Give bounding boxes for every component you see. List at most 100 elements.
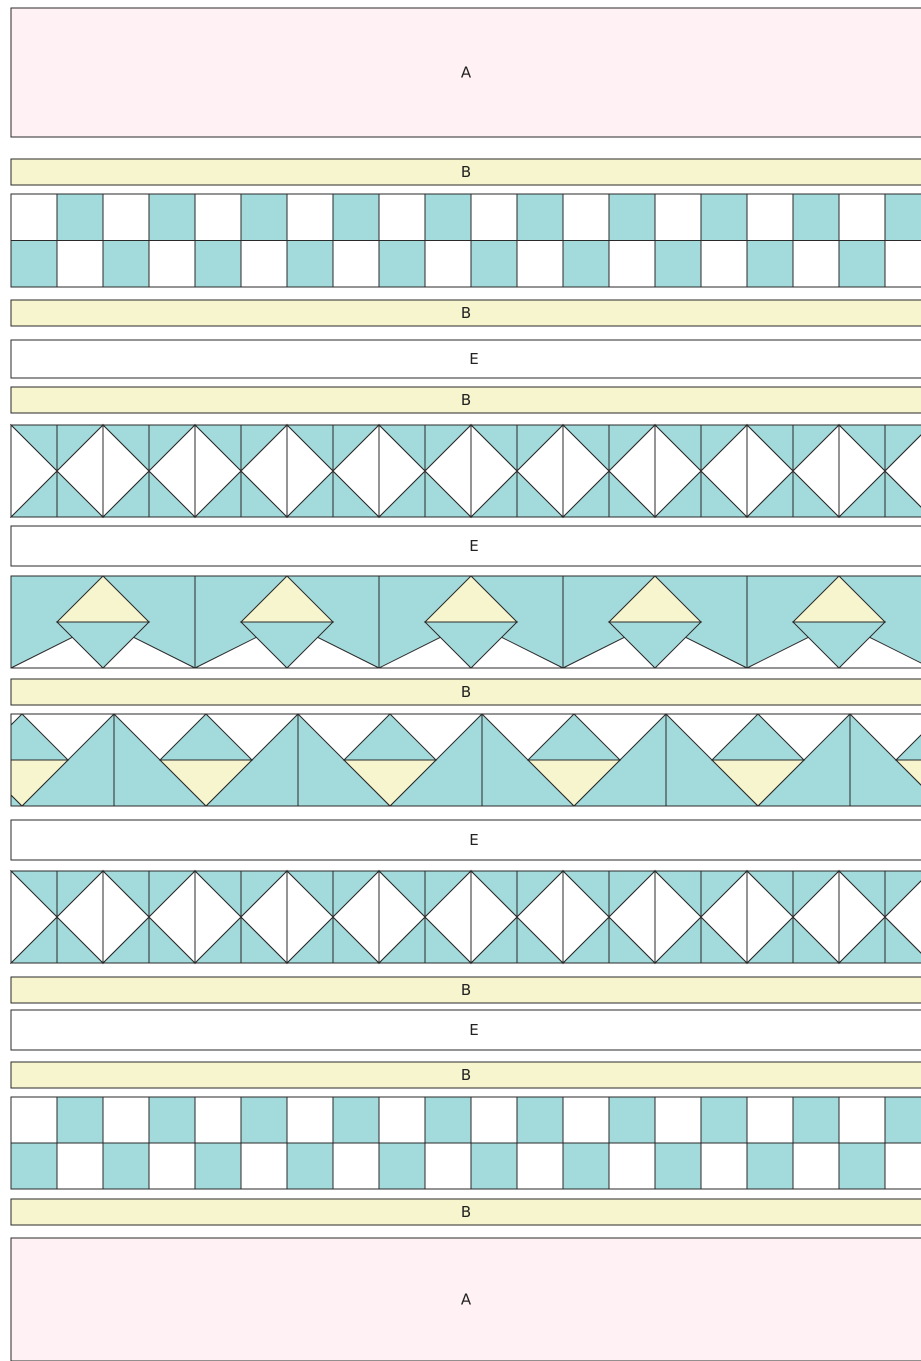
label-e: E — [469, 1021, 478, 1039]
row-mask — [0, 713, 11, 807]
checker-square — [333, 194, 379, 241]
checker-square — [655, 241, 701, 288]
checker-square — [11, 1143, 57, 1189]
label-b: B — [461, 1066, 471, 1084]
checker-square — [379, 241, 425, 288]
spacer-strip-e — [11, 340, 921, 378]
row-E-4: E — [11, 340, 921, 378]
checker-square — [287, 1097, 333, 1143]
checker-square — [103, 1143, 149, 1189]
row-B-13: B — [11, 977, 921, 1003]
label-a: A — [461, 1291, 472, 1309]
checker-square — [517, 194, 563, 241]
checker-square — [471, 1143, 517, 1189]
row-flying-geese-up-10 — [0, 713, 921, 807]
checker-square — [885, 194, 921, 241]
spacer-strip-e — [11, 526, 921, 566]
checker-square — [793, 194, 839, 241]
checker-square — [241, 194, 287, 241]
row-E-11: E — [11, 820, 921, 860]
checker-square — [195, 1097, 241, 1143]
row-B-17: B — [11, 1199, 921, 1225]
checker-square — [103, 194, 149, 241]
label-e: E — [469, 350, 478, 368]
checker-square — [563, 1097, 609, 1143]
teal-triangle-small — [896, 714, 921, 760]
checker-square — [241, 241, 287, 288]
checker-square — [379, 1143, 425, 1189]
checker-square — [747, 241, 793, 288]
checker-square — [655, 1143, 701, 1189]
checker-square — [425, 194, 471, 241]
checker-square — [11, 194, 57, 241]
checker-square — [195, 1143, 241, 1189]
checker-square — [149, 1143, 195, 1189]
checker-square — [839, 194, 885, 241]
checker-square — [195, 194, 241, 241]
checker-square — [701, 1143, 747, 1189]
checker-square — [149, 1097, 195, 1143]
checker-square — [57, 1143, 103, 1189]
checker-square — [839, 241, 885, 288]
row-B-9: B — [11, 679, 921, 705]
row-checker-16 — [11, 1097, 921, 1189]
row-B-5: B — [11, 387, 921, 413]
checker-square — [11, 1097, 57, 1143]
checker-square — [655, 194, 701, 241]
checker-square — [103, 1097, 149, 1143]
row-A-18: A — [11, 1238, 921, 1361]
checker-square — [563, 1143, 609, 1189]
row-B-3: B — [11, 300, 921, 326]
checker-square — [57, 241, 103, 288]
checker-square — [517, 1097, 563, 1143]
checker-square — [793, 1097, 839, 1143]
label-a: A — [461, 64, 472, 82]
checker-square — [517, 241, 563, 288]
checker-square — [563, 194, 609, 241]
checker-square — [379, 1097, 425, 1143]
checker-square — [701, 241, 747, 288]
label-b: B — [461, 391, 471, 409]
checker-square — [149, 241, 195, 288]
checker-square — [471, 194, 517, 241]
spacer-strip-e — [11, 1010, 921, 1050]
row-B-1: B — [11, 159, 921, 185]
checker-square — [609, 194, 655, 241]
checker-square — [747, 1097, 793, 1143]
checker-square — [885, 1143, 921, 1189]
checker-square — [103, 241, 149, 288]
checker-square — [471, 1097, 517, 1143]
row-hourglass-12 — [11, 871, 921, 963]
label-e: E — [469, 831, 478, 849]
checker-square — [287, 241, 333, 288]
spacer-strip-e — [11, 820, 921, 860]
checker-square — [425, 1097, 471, 1143]
checker-square — [655, 1097, 701, 1143]
checker-square — [747, 194, 793, 241]
checker-square — [839, 1097, 885, 1143]
checker-square — [563, 241, 609, 288]
row-checker-2 — [11, 194, 921, 287]
row-E-14: E — [11, 1010, 921, 1050]
checker-square — [609, 1097, 655, 1143]
label-b: B — [461, 304, 471, 322]
checker-square — [379, 194, 425, 241]
checker-square — [839, 1143, 885, 1189]
checker-square — [701, 194, 747, 241]
checker-square — [517, 1143, 563, 1189]
row-flying-geese-down-8 — [11, 576, 921, 668]
row-B-15: B — [11, 1062, 921, 1088]
checker-square — [241, 1097, 287, 1143]
row-E-7: E — [11, 526, 921, 566]
checker-square — [609, 1143, 655, 1189]
checker-square — [885, 1097, 921, 1143]
checker-square — [793, 1143, 839, 1189]
checker-square — [609, 241, 655, 288]
checker-square — [425, 1143, 471, 1189]
checker-square — [333, 1143, 379, 1189]
checker-square — [195, 241, 241, 288]
checker-square — [287, 194, 333, 241]
checker-square — [57, 194, 103, 241]
checker-square — [241, 1143, 287, 1189]
